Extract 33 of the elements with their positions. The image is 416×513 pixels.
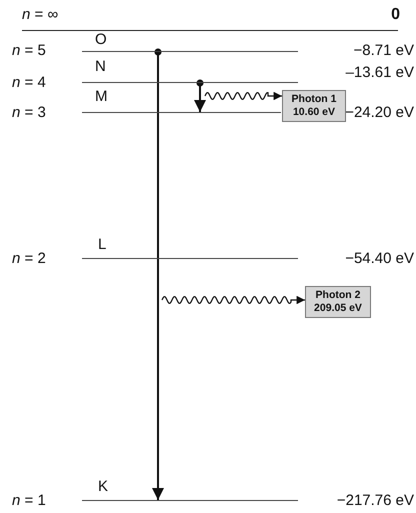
wavy-photon-arrow (204, 92, 282, 100)
photon-energy: 10.60 eV (292, 106, 336, 119)
energy-level-line (82, 82, 298, 83)
transition-arrow (152, 48, 164, 500)
shell-letter: N (95, 58, 106, 75)
wavy-photon-arrow (161, 296, 305, 304)
quantum-number-label: n = 1 (12, 492, 46, 509)
quantum-number-label: n = 4 (12, 74, 46, 91)
quantum-number-label: n = ∞ (22, 6, 58, 23)
energy-level-line (82, 500, 298, 501)
shell-letter: M (95, 88, 108, 105)
energy-value: −24.20 eV (345, 104, 414, 121)
photon-name: Photon 2 (314, 289, 362, 302)
shell-letter: O (95, 31, 107, 48)
photon-label-box (282, 90, 346, 122)
shell-letter: L (98, 236, 106, 253)
photon-energy: 209.05 eV (313, 302, 363, 315)
photon-label-box (305, 286, 371, 318)
energy-level-line (82, 112, 281, 113)
energy-value: –13.61 eV (346, 64, 414, 81)
energy-level-line (82, 51, 298, 52)
shell-letter: K (98, 478, 108, 495)
transition-arrow (194, 80, 206, 112)
photon-name: Photon 1 (290, 93, 338, 106)
quantum-number-label: n = 2 (12, 250, 46, 267)
quantum-number-label: n = 3 (12, 104, 46, 121)
energy-level-line (22, 30, 398, 31)
quantum-number-label: n = 5 (12, 42, 46, 59)
energy-level-line (82, 258, 298, 259)
energy-value: 0 (391, 6, 400, 23)
energy-value: −8.71 eV (354, 42, 414, 59)
energy-value: −54.40 eV (345, 250, 414, 267)
energy-value: −217.76 eV (336, 492, 414, 509)
